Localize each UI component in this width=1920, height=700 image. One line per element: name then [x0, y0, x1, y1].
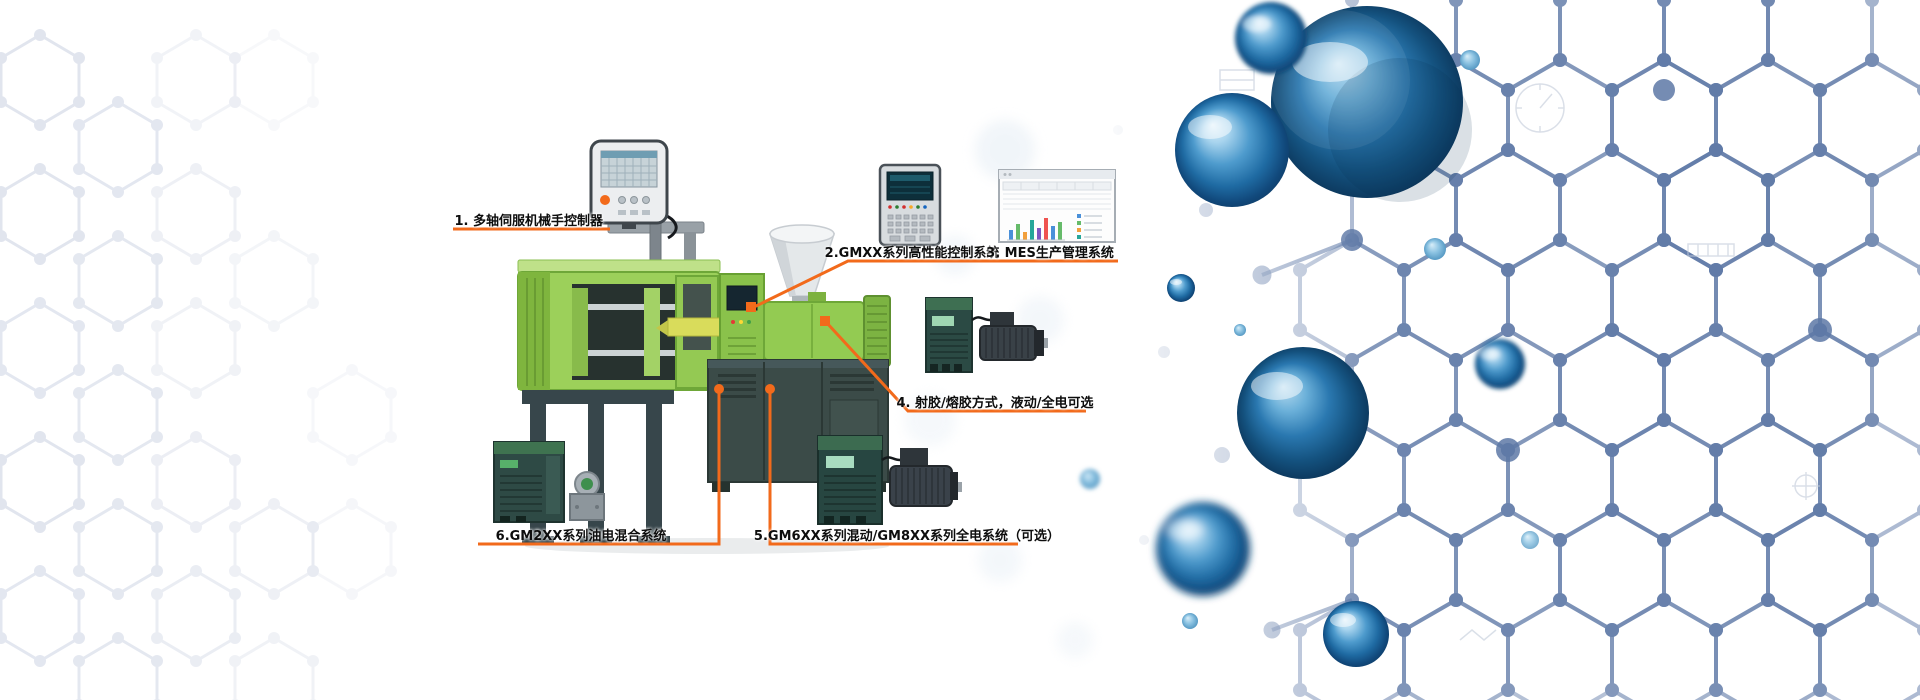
mes-legend	[1077, 214, 1102, 239]
bokeh-dots	[904, 120, 1093, 658]
injection-molding-machine	[517, 200, 891, 554]
machine-shadow	[525, 538, 889, 554]
callout-label-4: 4. 射胶/熔胶方式，液动/全电可选	[896, 396, 1094, 411]
control-panel-figure	[878, 163, 942, 247]
servo-drive-motor-figure	[925, 297, 1048, 373]
oil-electric-drive-figure	[493, 441, 605, 523]
callout-label-5: 5.GM6XX系列混动/GM8XX系列全电系统（可选）	[753, 529, 1061, 544]
callout-label-2: 2.GMXX系列高性能控制系统	[824, 246, 1000, 261]
connector-marker-5	[765, 384, 775, 394]
connector-line-6	[478, 390, 721, 546]
mes-mini-bar-chart	[1007, 218, 1065, 241]
hopper	[768, 224, 836, 308]
connector-marker-2	[746, 302, 756, 312]
tech-doodles	[1219, 69, 1820, 641]
connector-line-2-3	[751, 259, 1118, 310]
connector-marker-6	[714, 384, 724, 394]
mes-screen-figure	[998, 169, 1116, 243]
connector-line-5	[768, 390, 1018, 546]
callout-label-6: 6.GM2XX系列油电混合系统	[495, 529, 667, 544]
pendant-orange-button	[600, 195, 610, 205]
connector-line-4	[824, 320, 1086, 413]
pendant-controller-figure	[589, 139, 669, 229]
blue-spheres	[1080, 2, 1539, 667]
connector-marker-4	[820, 316, 830, 326]
machine-control-cabinet	[719, 273, 765, 421]
callout-label-3: 3. MES生产管理系统	[986, 246, 1114, 261]
callout-label-1: 1. 多轴伺服机械手控制器	[454, 214, 603, 229]
hybrid-system-figure	[817, 435, 962, 525]
